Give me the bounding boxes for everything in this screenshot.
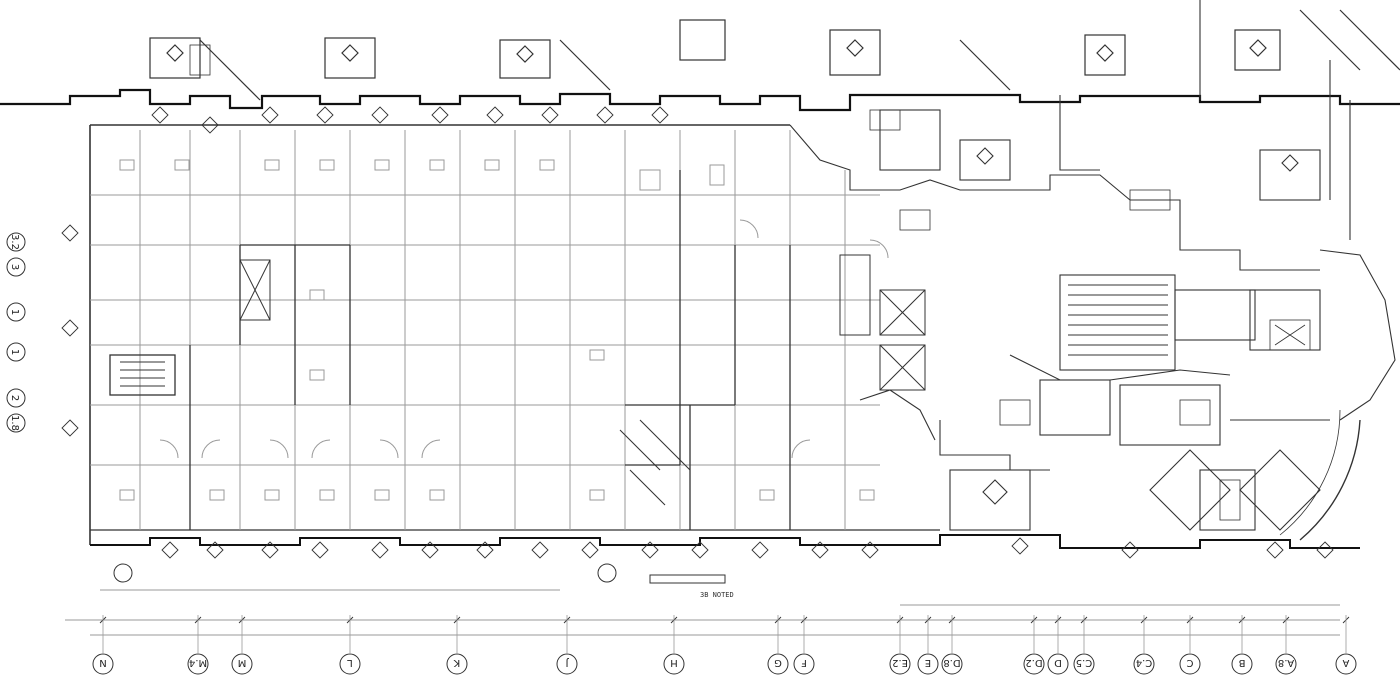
grid-bubble-label: A.8 xyxy=(1278,657,1294,668)
plan-note: 3B NOTED xyxy=(700,591,734,599)
grid-bubble-label: C.4 xyxy=(1136,657,1153,668)
plan-note-box xyxy=(649,574,726,584)
grid-bubble-label: C.5 xyxy=(1076,657,1093,668)
grid-bubble-label: 1 xyxy=(9,309,20,315)
grid-bubble-label: 2 xyxy=(9,395,20,401)
grid-bubble-label: 3.2 xyxy=(9,234,20,250)
shaft-boxes xyxy=(239,254,926,391)
grid-bubble-label: 1 xyxy=(9,349,20,355)
grid-bubble-label: E.2 xyxy=(892,657,908,668)
grid-bubble xyxy=(941,653,963,675)
grid-bubble xyxy=(556,653,578,675)
grid-bubble-label: D xyxy=(1054,657,1062,668)
grid-bubble xyxy=(6,232,26,252)
grid-bubble xyxy=(1023,653,1045,675)
grid-bubble-label: M xyxy=(238,657,247,668)
grid-bubble xyxy=(6,302,26,322)
grid-bubble-label: N xyxy=(99,657,106,668)
equipment-clusters xyxy=(189,44,1311,521)
grid-bubble xyxy=(1179,653,1201,675)
dimension-strings xyxy=(65,589,1340,636)
grid-bubble xyxy=(1335,653,1357,675)
door-swings xyxy=(159,219,889,459)
grid-bubble-label: D.2 xyxy=(1025,657,1042,668)
diamond-markers xyxy=(61,106,1334,559)
grid-bubble-label: J xyxy=(566,657,570,668)
right-wing-detail xyxy=(619,0,1396,541)
grid-bubble-label: B xyxy=(1238,657,1245,668)
grid-bubble xyxy=(6,413,26,433)
grid-bubble xyxy=(6,342,26,362)
grid-bubble xyxy=(663,653,685,675)
grid-bubble-label: M.4 xyxy=(189,657,207,668)
grid-bubble-label: F xyxy=(801,657,807,668)
grid-bubble xyxy=(793,653,815,675)
grid-bubble xyxy=(917,653,939,675)
grid-bubble xyxy=(231,653,253,675)
grid-bubble xyxy=(1133,653,1155,675)
grid-bubble xyxy=(1275,653,1297,675)
grid-bubble-label: H xyxy=(670,657,678,668)
interior-partitions xyxy=(189,170,791,530)
bottom-exterior-wall xyxy=(90,534,1360,549)
grid-bubble-label: 1.8 xyxy=(9,415,20,431)
grid-bubble-label: K xyxy=(453,657,460,668)
north-key xyxy=(113,563,617,583)
grid-bubble-label: G xyxy=(774,657,782,668)
grid-bubble-label: D.8 xyxy=(943,657,960,668)
stair-left xyxy=(109,354,176,396)
grid-bubble xyxy=(767,653,789,675)
grid-bubble xyxy=(339,653,361,675)
grid-bubble-label: 3 xyxy=(9,264,20,270)
top-bays xyxy=(149,9,1400,101)
grid-bubble xyxy=(6,257,26,277)
grid-bubble xyxy=(6,388,26,408)
grid-bubble xyxy=(889,653,911,675)
grid-bubble-label: E xyxy=(925,657,931,668)
top-exterior-wall xyxy=(0,88,1400,112)
grid-bubble-label: C xyxy=(1186,657,1193,668)
grid-bubble xyxy=(1047,653,1069,675)
grid-bubble xyxy=(1073,653,1095,675)
grid-bubble xyxy=(1231,653,1253,675)
grid-bubble-label: L xyxy=(347,657,353,668)
grid-bubble xyxy=(92,653,114,675)
grid-bubble-label: A xyxy=(1342,657,1349,668)
room-fixtures xyxy=(119,159,875,501)
left-grid-bubbles: 3.2 3 1 1 2 1.8 xyxy=(6,232,26,433)
grid-bubble xyxy=(446,653,468,675)
bottom-grid-bubbles: N M.4 M L K J H G F E.2 E D.8 D.2 D C.5 C.4 C B A.8 A xyxy=(92,615,1357,675)
grid-bubble xyxy=(187,653,209,675)
room-grid xyxy=(90,130,880,530)
